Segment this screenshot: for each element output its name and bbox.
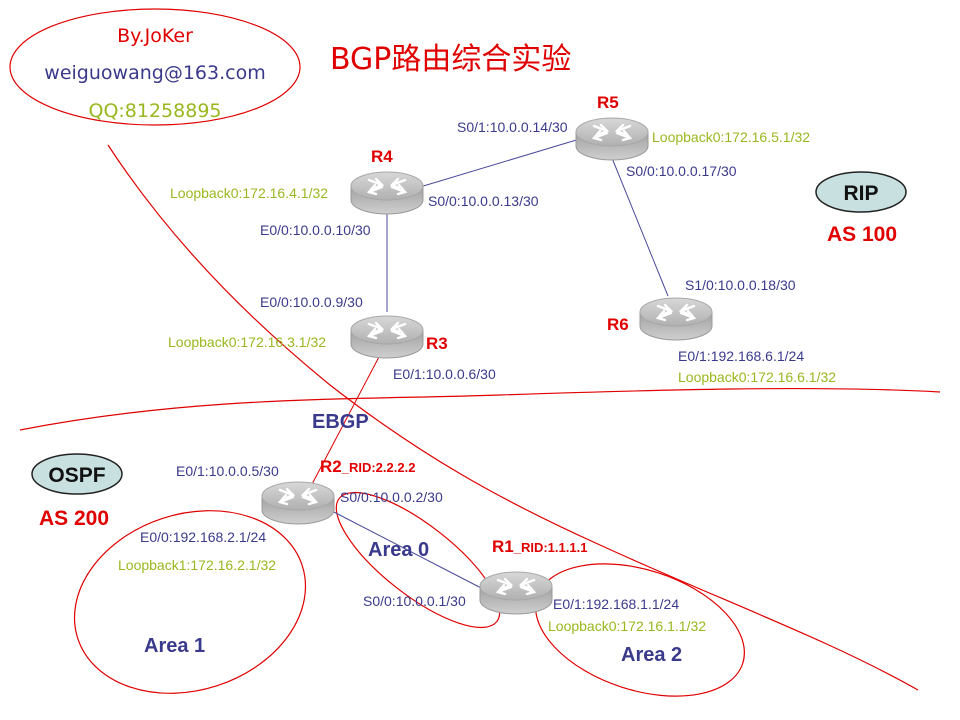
router-r1-name: R1_RID:1.1.1.1: [492, 537, 587, 556]
r5-loopback-label: Loopback0:172.16.5.1/32: [652, 129, 810, 145]
router-r4-icon: [349, 170, 425, 216]
r1-s00-label: S0/0:10.0.0.1/30: [363, 593, 466, 609]
as-boundary-vertical: [107, 144, 919, 691]
r3-e00-label: E0/0:10.0.0.9/30: [260, 294, 363, 310]
as200-label: AS 200: [39, 507, 109, 530]
rip-badge: [815, 171, 907, 213]
r2-loopback-label: Loopback1:172.16.2.1/32: [118, 557, 276, 573]
r5-s01-label: S0/1:10.0.0.14/30: [457, 119, 568, 135]
router-r1-id: R1: [492, 537, 514, 556]
area-0-ellipse: [335, 491, 501, 629]
ebgp-label: EBGP: [312, 411, 369, 433]
as-boundary-horizontal: [19, 387, 941, 431]
router-r2-name: R2_RID:2.2.2.2: [320, 457, 415, 476]
r2-s00-label: S0/0:10.0.0.2/30: [340, 489, 443, 505]
links: [329, 137, 669, 591]
link-r5-r6: [611, 157, 669, 297]
r1-e01-label: E0/1:192.168.1.1/24: [553, 596, 679, 612]
r5-s00-label: S0/0:10.0.0.17/30: [626, 163, 737, 179]
author-ellipse: [9, 8, 301, 126]
r4-e00-label: E0/0:10.0.0.10/30: [260, 222, 371, 238]
router-r2-icon: [260, 480, 336, 526]
r3-loopback-label: Loopback0:172.16.3.1/32: [168, 334, 326, 350]
area-2-label: Area 2: [621, 644, 682, 666]
router-r2-rid: _RID:2.2.2.2: [341, 460, 416, 475]
diagram-title: BGP路由综合实验: [330, 42, 571, 77]
author-email: weiguowang@163.com: [44, 62, 265, 84]
r6-s10-label: S1/0:10.0.0.18/30: [685, 277, 796, 293]
router-r2-id: R2: [320, 457, 342, 476]
router-r5-icon: [574, 116, 650, 162]
router-r6-name: R6: [607, 315, 629, 334]
r2-e01-label: E0/1:10.0.0.5/30: [176, 463, 279, 479]
author-name: By.JoKer: [117, 25, 193, 47]
router-r4-name: R4: [371, 147, 393, 166]
r6-e01-label: E0/1:192.168.6.1/24: [678, 348, 804, 364]
router-r3-name: R3: [426, 334, 448, 353]
r4-s00-label: S0/0:10.0.0.13/30: [428, 193, 539, 209]
r4-loopback-label: Loopback0:172.16.4.1/32: [170, 185, 328, 201]
r1-loopback-label: Loopback0:172.16.1.1/32: [548, 618, 706, 634]
link-r4-r5: [409, 137, 584, 191]
area-1-label: Area 1: [144, 635, 205, 657]
ospf-badge: [31, 453, 123, 495]
area-0-label: Area 0: [368, 539, 429, 561]
router-r1-rid: _RID:1.1.1.1: [513, 540, 588, 555]
router-r3-icon: [349, 314, 425, 360]
r2-e00-label: E0/0:192.168.2.1/24: [140, 529, 266, 545]
area-1-ellipse: [73, 510, 307, 694]
link-r3-r2: [309, 354, 381, 489]
router-r1-icon: [478, 570, 554, 616]
router-r5-name: R5: [597, 93, 619, 112]
r3-e01-label: E0/1:10.0.0.6/30: [393, 366, 496, 382]
ospf-label: OSPF: [48, 464, 105, 487]
rip-label: RIP: [843, 182, 878, 205]
router-r6-icon: [638, 296, 714, 342]
as100-label: AS 100: [827, 223, 897, 246]
author-qq: QQ:81258895: [88, 100, 221, 122]
r6-loopback-label: Loopback0:172.16.6.1/32: [678, 369, 836, 385]
as-boundaries: [9, 8, 941, 697]
link-r2-r1: [329, 509, 486, 591]
